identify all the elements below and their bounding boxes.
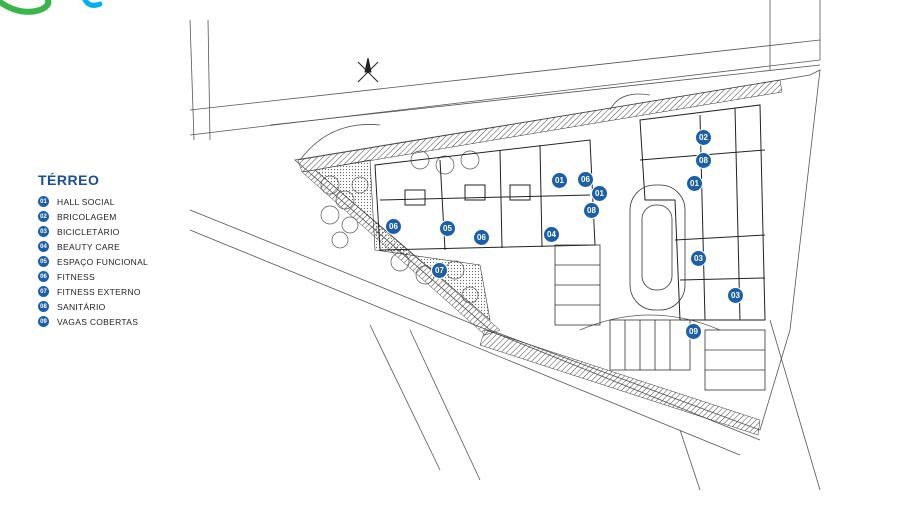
legend-item: 05 ESPAÇO FUNCIONAL	[38, 254, 188, 269]
marker-espaco-funcional: 05	[439, 220, 456, 237]
legend-item: 09 VAGAS COBERTAS	[38, 314, 188, 329]
legend-badge: 01	[38, 196, 49, 207]
marker-sanitario: 08	[695, 152, 712, 169]
legend: TÉRREO 01 HALL SOCIAL 02 BRICOLAGEM 03 BICI…	[38, 172, 188, 329]
legend-item: 01 HALL SOCIAL	[38, 194, 188, 209]
legend-badge: 06	[38, 271, 49, 282]
marker-fitness: 06	[473, 229, 490, 246]
marker-bicicletario: 03	[727, 287, 744, 304]
marker-fitness-externo: 07	[431, 262, 448, 279]
legend-label: HALL SOCIAL	[57, 196, 115, 207]
marker-sanitario: 08	[583, 202, 600, 219]
legend-badge: 03	[38, 226, 49, 237]
marker-hall-social: 01	[591, 185, 608, 202]
marker-beauty-care: 04	[543, 226, 560, 243]
legend-label: FITNESS	[57, 271, 95, 282]
legend-badge: 05	[38, 256, 49, 267]
legend-item: 03 BICICLETÁRIO	[38, 224, 188, 239]
legend-label: BRICOLAGEM	[57, 211, 117, 222]
legend-label: SANITÁRIO	[57, 301, 106, 312]
legend-badge: 08	[38, 301, 49, 312]
legend-badge: 07	[38, 286, 49, 297]
legend-badge: 04	[38, 241, 49, 252]
legend-item: 08 SANITÁRIO	[38, 299, 188, 314]
floor-plan-drawing	[189, 0, 821, 491]
legend-item: 02 BRICOLAGEM	[38, 209, 188, 224]
marker-bicicletario: 03	[690, 250, 707, 267]
marker-hall-social: 01	[686, 175, 703, 192]
legend-label: FITNESS EXTERNO	[57, 286, 141, 297]
legend-list: 01 HALL SOCIAL 02 BRICOLAGEM 03 BICICLETÁRI…	[38, 194, 188, 329]
legend-title: TÉRREO	[38, 172, 100, 188]
north-arrow-icon	[357, 57, 379, 83]
legend-badge: 02	[38, 211, 49, 222]
legend-item: 07 FITNESS EXTERNO	[38, 284, 188, 299]
logo-graphic	[0, 0, 103, 15]
marker-vagas-cobertas: 09	[685, 323, 702, 340]
marker-bricolagem: 02	[695, 129, 712, 146]
legend-item: 06 FITNESS	[38, 269, 188, 284]
floor-plan: 01 06 01 08 02 08 01 06 05 06 04 07 03 0…	[180, 0, 900, 500]
legend-label: ESPAÇO FUNCIONAL	[57, 256, 149, 267]
marker-fitness: 06	[385, 218, 402, 235]
marker-hall-social: 01	[551, 172, 568, 189]
legend-item: 04 BEAUTY CARE	[38, 239, 188, 254]
legend-label: BEAUTY CARE	[57, 241, 121, 252]
legend-badge: 09	[38, 316, 49, 327]
marker-fitness: 06	[577, 171, 594, 188]
legend-label: BICICLETÁRIO	[57, 226, 120, 237]
legend-label: VAGAS COBERTAS	[57, 316, 139, 327]
